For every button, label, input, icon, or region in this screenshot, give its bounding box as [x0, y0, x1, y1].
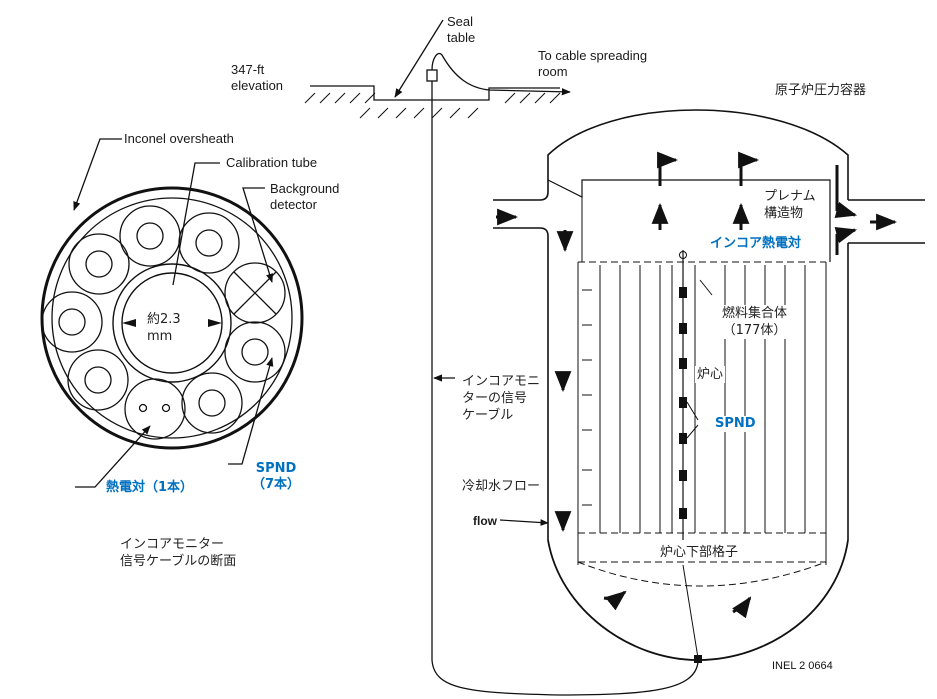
calibration-tube-label: Calibration tube	[226, 155, 318, 170]
diameter-label: 約2.3 mm	[147, 312, 181, 344]
ground-and-seal-table	[304, 19, 699, 696]
coolant-flow-label: 冷却水フロー	[460, 478, 543, 495]
calibration-tube-outer	[112, 263, 232, 383]
reactor-vessel	[493, 109, 925, 663]
cable-room-label: To cable spreading room	[538, 48, 648, 79]
fuel-assemblies-label: 燃料集合体 （177体）	[720, 305, 790, 339]
cross-section-caption: インコアモニター 信号ケーブルの断面	[120, 537, 237, 569]
cable-cross-section	[40, 138, 304, 488]
seal-table-box	[426, 69, 438, 82]
spnd-label: SPND	[713, 416, 758, 432]
incore-thermocouple-label: インコア熱電対	[708, 236, 804, 252]
figure-id: INEL 2 0664	[772, 660, 833, 672]
oversheath-inner	[51, 197, 293, 439]
inconel-oversheath-label: Inconel oversheath	[124, 131, 234, 146]
seal-table-label: Seal table	[447, 14, 476, 45]
background-detector	[224, 262, 286, 324]
flow-arrows	[496, 151, 898, 619]
ground-hatch	[304, 92, 561, 119]
elevation-label: 347-ft elevation	[231, 62, 284, 93]
thermocouple-element	[124, 378, 186, 440]
flow-label: flow	[473, 514, 497, 528]
pressure-vessel-label: 原子炉圧力容器	[775, 83, 867, 98]
spnd-markers	[679, 287, 687, 519]
core-label: 炉心	[695, 366, 726, 383]
lower-grid-label: 炉心下部格子	[658, 544, 741, 561]
background-detector-label: Background detector	[270, 181, 340, 212]
bottom-penetration	[694, 655, 702, 663]
vessel-head	[547, 109, 849, 175]
spnd-elements	[41, 205, 286, 434]
plenum-label: プレナム 構造物	[762, 188, 818, 222]
signal-cable-label: インコアモニ ターの信号 ケーブル	[460, 373, 543, 424]
spnd-count-label: SPND （7本）	[252, 461, 301, 492]
thermocouple-label: 熱電対（1本）	[106, 480, 194, 495]
